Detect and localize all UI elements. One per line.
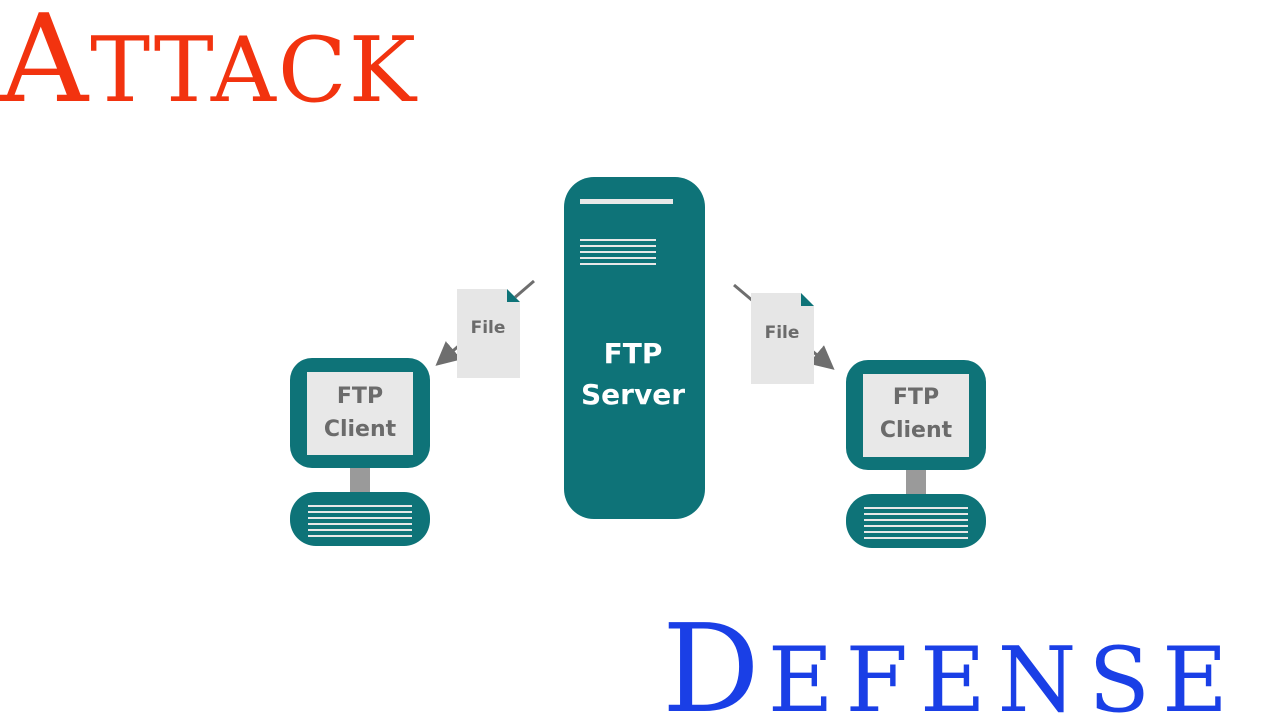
server-label-line2: Server — [581, 378, 685, 411]
right-client-label-line2: Client — [880, 418, 953, 443]
server-body — [564, 177, 705, 519]
file-transfer-left: File — [435, 279, 535, 378]
file-transfer-right: File — [733, 283, 835, 384]
ftp-client-left: FTP Client — [290, 358, 430, 546]
defense-title-first-letter: D — [662, 598, 768, 720]
attack-title-first-letter: A — [0, 0, 91, 130]
defense-title-rest: EFENSE — [767, 628, 1240, 720]
right-client-label-line1: FTP — [893, 385, 939, 410]
server-label-line1: FTP — [604, 337, 663, 370]
attack-title-rest: TTACK — [90, 18, 419, 123]
left-file-label: File — [471, 318, 506, 338]
left-file-document-icon — [457, 289, 520, 378]
server-top-slot — [580, 199, 673, 204]
left-client-label-line1: FTP — [337, 384, 383, 409]
right-file-document-icon — [751, 293, 814, 384]
left-client-label-line2: Client — [324, 417, 397, 442]
server-vent-lines — [580, 239, 656, 265]
right-file-label: File — [765, 323, 800, 343]
left-monitor-stand — [350, 468, 370, 492]
ftp-client-right: FTP Client — [846, 360, 986, 548]
ftp-server: FTP Server — [564, 177, 705, 519]
right-monitor-stand — [906, 470, 926, 494]
attack-title: ATTACK — [0, 0, 418, 120]
right-keyboard-lines — [864, 507, 968, 539]
right-monitor-screen — [863, 374, 969, 457]
left-monitor-screen — [307, 372, 413, 455]
left-keyboard-lines — [308, 505, 412, 537]
defense-title: DEFENSE — [662, 608, 1240, 720]
